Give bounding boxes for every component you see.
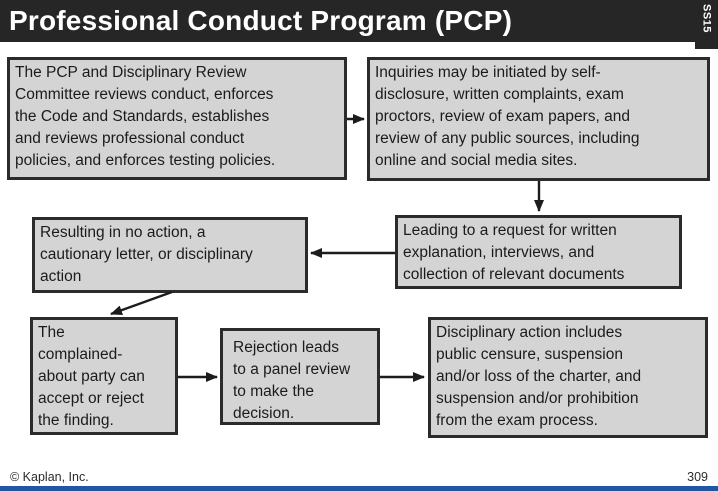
flow-box-result: Resulting in no action, a cautionary let… <box>32 217 308 293</box>
flow-box-written-request: Leading to a request for written explana… <box>395 215 682 289</box>
section-tab-label: SS15 <box>700 4 713 33</box>
copyright-text: © Kaplan, Inc. <box>10 470 89 484</box>
flow-box-complained-party: The complained- about party can accept o… <box>30 317 178 435</box>
title-bar: Professional Conduct Program (PCP) <box>0 0 718 42</box>
page-number: 309 <box>687 470 708 484</box>
slide-footer: © Kaplan, Inc. 309 <box>10 468 708 486</box>
flow-box-pcp-committee: The PCP and Disciplinary Review Committe… <box>7 57 347 180</box>
arrow-result-to-party <box>110 290 173 316</box>
page-title: Professional Conduct Program (PCP) <box>9 5 513 36</box>
flow-box-inquiries: Inquiries may be initiated by self- disc… <box>367 57 710 181</box>
bottom-accent-bar <box>0 486 718 491</box>
flow-box-panel-review: Rejection leads to a panel review to mak… <box>220 328 380 425</box>
section-tab: SS15 <box>695 0 718 49</box>
flow-box-disciplinary-action: Disciplinary action includes public cens… <box>428 317 708 438</box>
